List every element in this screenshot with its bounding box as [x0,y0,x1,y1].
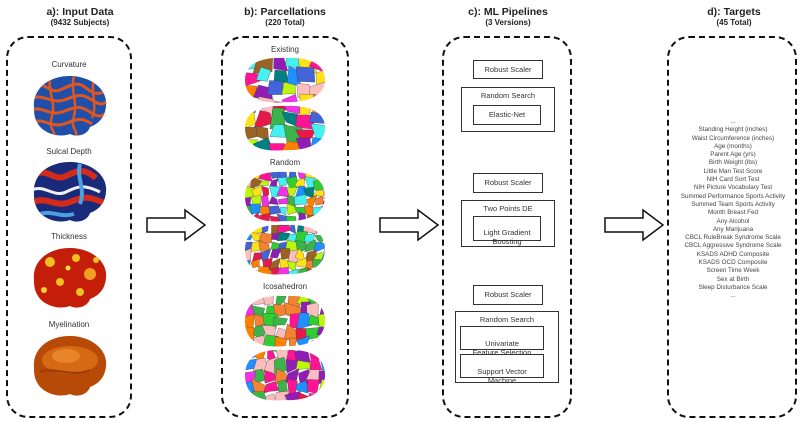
target-item: Any Alcohol [716,217,750,225]
header-targets: d): Targets (45 Total) [664,6,800,28]
curvature-brain-image [33,75,107,136]
pipeline-3-scaler-label: Robust Scaler [484,290,532,299]
arrow-pipelines-to-targets [604,208,665,242]
pipeline-2-model-label: Light Gradient Boosting [483,228,531,246]
parcellation-random-label: Random [269,158,301,167]
target-item: Summed Performance Sports Activity [680,192,786,200]
header-title: b): Parcellations [244,6,326,18]
target-item: KSADS ADHD Composite [696,250,770,258]
pipeline-1-search-label: Random Search [480,91,536,100]
sulcal-depth-brain-image [33,161,107,222]
icosahedron-parcellation-image [245,295,325,401]
target-item: Summed Team Sports Activity [691,200,775,208]
pipeline-2-search-label: Two Points DE [483,204,533,213]
pipeline-1-scaler-box: Robust Scaler [473,60,543,79]
target-item: NIH Card Sort Test [706,176,760,184]
target-item: Little Man Test Score [703,167,763,175]
pipeline-3-model-box: Support Vector Machine [460,354,544,385]
pipeline-2-scaler-label: Robust Scaler [484,178,532,187]
targets-list: ...Standing Height (inches)Waist Circumf… [668,118,798,301]
random-parcellation-image [245,171,325,275]
target-item: ... [730,118,736,125]
header-subtitle: (45 Total) [716,18,752,27]
pipeline-3-search-label: Random Search [479,315,535,324]
pipeline-1-model-box: Elastic-Net [473,105,541,125]
sulcal-depth-label: Sulcal Depth [46,147,92,156]
header-parcellations: b): Parcellations (220 Total) [215,6,355,28]
target-item: Birth Weight (lbs) [708,159,758,167]
thickness-brain-image [33,247,107,308]
pipeline-3-feature-selection-label: Univariate Feature Selection [472,338,532,358]
header-title: a): Input Data [46,6,114,18]
parcellations-panel [221,36,349,418]
pipeline-3-scaler-box: Robust Scaler [473,285,543,305]
input-data-panel [6,36,132,418]
target-item: Sex at Birth [716,275,750,283]
target-item: CBCL RuleBreak Syndrome Scale [685,234,781,242]
target-item: Waist Circumference (inches) [691,134,775,142]
target-item: Any Marijuana [712,225,754,233]
header-input-data: a): Input Data (9432 Subjects) [10,6,150,28]
existing-parcellation-image [245,57,325,151]
header-subtitle: (3 Versions) [485,18,531,27]
arrow-parcellations-to-pipelines [379,208,440,242]
target-item: NIH Picture Vocabulary Test [693,184,773,192]
curvature-label: Curvature [51,60,87,69]
target-item: KSADS OCD Composite [698,259,768,267]
header-title: c): ML Pipelines [468,6,548,18]
target-item: Age (months) [714,142,752,150]
parcellation-existing-label: Existing [270,45,299,54]
target-item: Parent Age (yrs) [710,151,756,159]
header-ml-pipelines: c): ML Pipelines (3 Versions) [438,6,578,28]
header-title: d): Targets [707,6,761,18]
target-item: Month Breast Fed [707,209,759,217]
pipeline-3-model-label: Support Vector Machine [477,366,527,386]
myelination-label: Myelination [48,320,90,329]
target-item: Sleep Disturbance Scale [698,283,768,291]
target-item: CBCL Aggressive Syndrome Scale [684,242,782,250]
pipeline-3-feature-selection-box: Univariate Feature Selection [460,326,544,357]
pipeline-1-model-label: Elastic-Net [488,110,526,119]
pipelines-panel [442,36,572,418]
target-item: Standing Height (inches) [698,126,768,134]
parcellation-icosahedron-label: Icosahedron [262,282,308,291]
header-subtitle: (9432 Subjects) [50,18,110,27]
pipeline-1-scaler-label: Robust Scaler [484,65,532,74]
myelination-brain-image [33,335,107,396]
target-item: Screen Time Week [706,267,760,275]
pipeline-2-scaler-box: Robust Scaler [473,173,543,193]
target-item: ... [730,292,736,300]
targets-panel [667,36,797,418]
thickness-label: Thickness [50,232,87,241]
header-subtitle: (220 Total) [265,18,305,27]
pipeline-2-model-box: Light Gradient Boosting [473,216,541,246]
arrow-input-to-parcellations [146,208,207,242]
